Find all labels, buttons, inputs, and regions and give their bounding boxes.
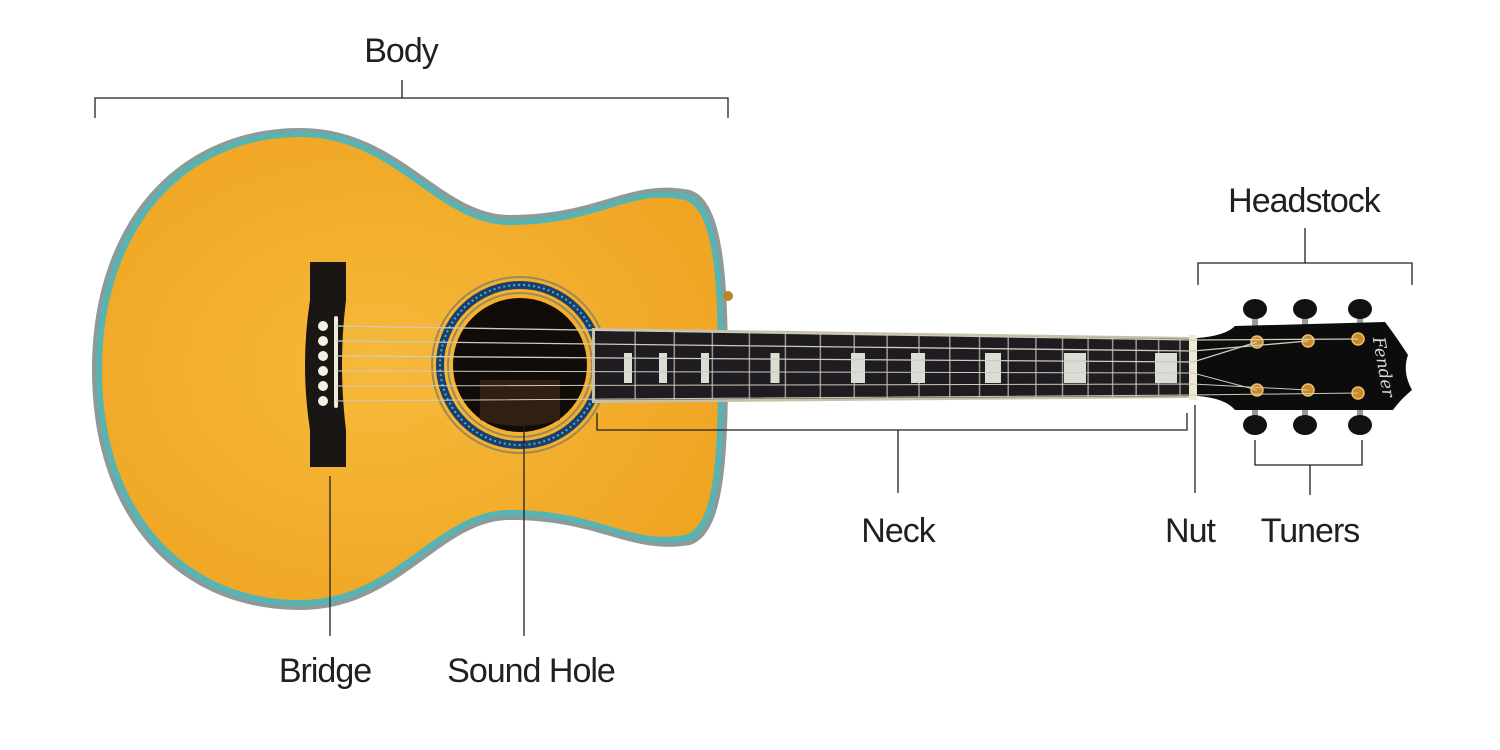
label-sound-hole: Sound Hole	[447, 652, 615, 690]
tuner-button	[1243, 299, 1267, 319]
tuner-shaft	[1252, 316, 1258, 330]
string	[335, 325, 1359, 341]
fret-inlay	[1064, 353, 1086, 383]
label-tuners: Tuners	[1261, 512, 1360, 550]
bridge-pin	[318, 321, 328, 331]
string	[335, 383, 1309, 391]
tuner-button	[1243, 415, 1267, 435]
fret-inlay	[851, 353, 865, 383]
headstock-bracket	[1197, 228, 1413, 285]
tuners-bracket	[1254, 440, 1363, 495]
bridge-pin	[318, 351, 328, 361]
string	[335, 340, 1309, 352]
strings	[335, 325, 1359, 402]
neck	[592, 328, 1197, 403]
nut	[1189, 335, 1197, 400]
body-bracket	[94, 80, 729, 118]
string	[335, 370, 1258, 391]
saddle	[334, 316, 338, 408]
sound-hole	[431, 276, 609, 454]
fret-inlay	[659, 353, 667, 383]
fret-inlay	[985, 353, 1001, 383]
label-bridge: Bridge	[279, 652, 371, 690]
guitar-body	[92, 128, 733, 610]
string	[335, 392, 1359, 402]
label-headstock: Headstock	[1228, 182, 1382, 220]
tuner-shaft	[1302, 405, 1308, 419]
string	[335, 341, 1258, 363]
bridge-pin	[318, 396, 328, 406]
bridge-pin	[318, 366, 328, 376]
label-body: Body	[364, 32, 438, 70]
tuner-shaft	[1252, 405, 1258, 419]
leader-lines	[94, 80, 1413, 636]
tuner-button	[1293, 415, 1317, 435]
tuner-button	[1293, 299, 1317, 319]
fret-inlay	[1155, 353, 1177, 383]
bridge	[305, 262, 346, 467]
headstock: Fender	[1197, 299, 1412, 435]
bridge-pin	[318, 381, 328, 391]
fret-inlay	[770, 353, 780, 383]
label-neck: Neck	[861, 512, 936, 550]
strap-button	[723, 291, 733, 301]
fret-inlay	[624, 353, 632, 383]
tuner-button	[1348, 299, 1372, 319]
tuner-shaft	[1357, 405, 1363, 419]
fret-inlay	[911, 353, 925, 383]
neck-bracket	[596, 413, 1188, 493]
bridge-pin	[318, 336, 328, 346]
fret-inlay	[701, 353, 709, 383]
tuner-button	[1348, 415, 1372, 435]
label-nut: Nut	[1165, 512, 1216, 550]
tuner-shaft	[1302, 316, 1308, 330]
